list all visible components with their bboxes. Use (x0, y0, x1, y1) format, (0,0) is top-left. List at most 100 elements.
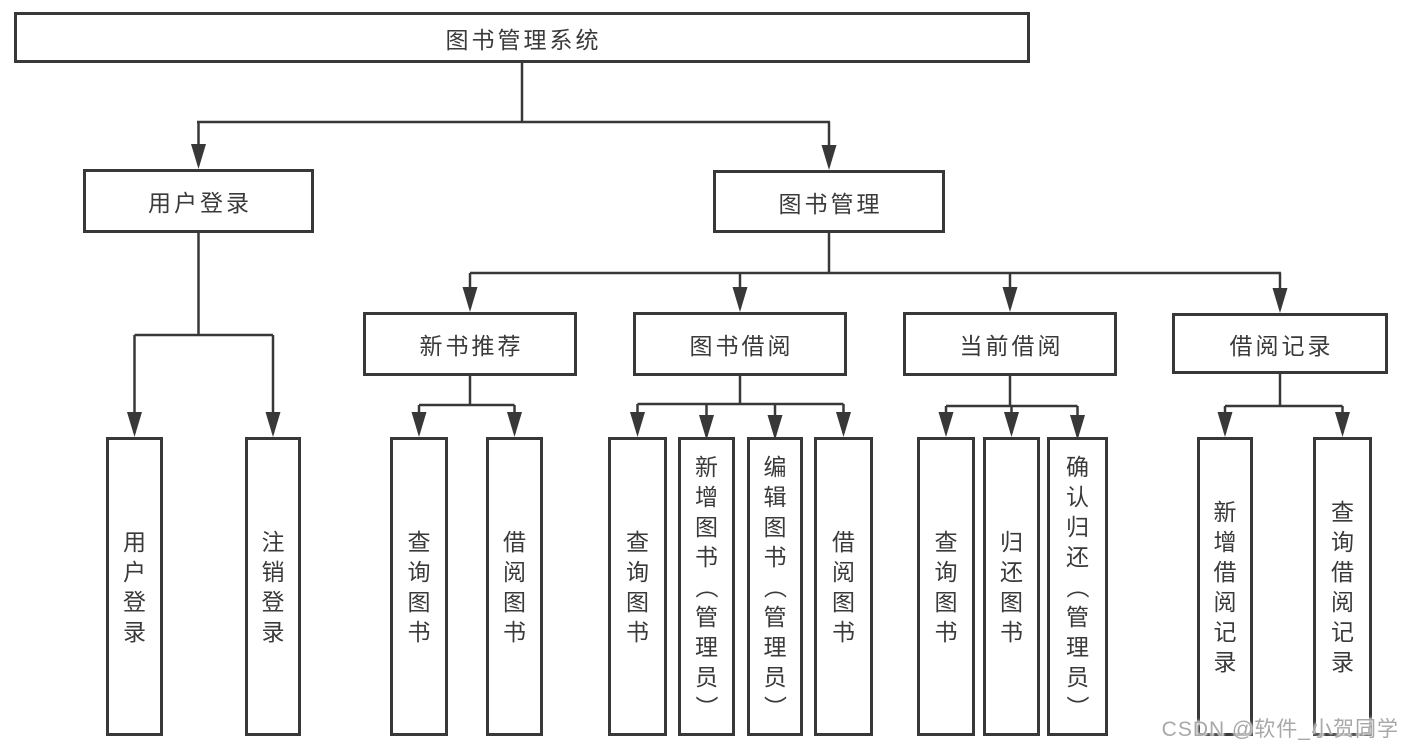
vertical-char: 书 (832, 618, 855, 645)
vertical-char: 图 (407, 588, 431, 615)
node-borrow-record: 借阅记录 (1172, 313, 1388, 374)
vertical-char: 阅 (1213, 588, 1237, 615)
vertical-char: 查 (626, 528, 649, 555)
vertical-char: 书 (626, 618, 649, 645)
node-user-login: 用户登录 (83, 169, 314, 233)
leaf-query-book-current: 查询图书 (917, 437, 975, 736)
vertical-char: 图 (503, 588, 526, 615)
vertical-char: 归 (1000, 528, 1023, 555)
vertical-char: 借 (832, 528, 855, 555)
node-label: 用户登录 (148, 190, 252, 216)
leaf-borrow-book-recommend: 借阅图书 (486, 437, 543, 736)
node-label: 图书借阅 (689, 333, 794, 359)
vertical-char: 登 (261, 588, 285, 615)
vertical-char: 记 (1331, 618, 1354, 645)
vertical-char: 借 (503, 528, 526, 555)
leaf-query-borrow-record: 查询借阅记录 (1313, 437, 1372, 736)
node-label: 当前借阅 (959, 333, 1064, 359)
vertical-char: 查 (934, 528, 958, 555)
vertical-char: 图 (695, 513, 718, 540)
leaf-logout: 注销登录 (245, 437, 301, 736)
vertical-char: 确 (1066, 453, 1089, 480)
leaf-confirm-return-admin: 确认归还 （ 管理员 ） (1047, 437, 1108, 736)
leaf-query-book-recommend: 查询图书 (390, 437, 448, 736)
vertical-char: 管 (695, 603, 718, 630)
node-label: 图书管理系统 (445, 26, 602, 53)
vertical-char: ） (693, 695, 720, 718)
vertical-char: 图 (626, 588, 649, 615)
vertical-char: 图 (832, 588, 855, 615)
node-label: 新书推荐 (419, 333, 524, 359)
vertical-char: 新 (695, 453, 718, 480)
leaf-borrow-book: 借阅图书 (814, 437, 873, 736)
node-book-borrow: 图书借阅 (633, 312, 847, 376)
node-current-borrow: 当前借阅 (903, 312, 1117, 376)
vertical-char: 图 (763, 513, 787, 540)
vertical-char: （ (1064, 575, 1091, 598)
vertical-char: 录 (1331, 648, 1354, 675)
vertical-char: 书 (503, 618, 526, 645)
vertical-char: 新 (1213, 498, 1237, 525)
vertical-char: 录 (261, 618, 285, 645)
vertical-char: ） (1064, 695, 1091, 718)
vertical-char: 询 (626, 558, 649, 585)
vertical-char: 用 (123, 528, 146, 555)
vertical-char: 还 (1066, 543, 1089, 570)
node-label: 借阅记录 (1229, 332, 1334, 359)
vertical-char: 编 (763, 453, 787, 480)
leaf-add-borrow-record: 新增借阅记录 (1197, 437, 1253, 736)
vertical-char: 员 (763, 663, 787, 690)
vertical-char: 询 (407, 558, 431, 585)
vertical-char: 还 (1000, 558, 1023, 585)
vertical-char: （ (693, 575, 720, 598)
vertical-char: 理 (763, 633, 787, 660)
vertical-char: 增 (695, 483, 718, 510)
node-book-management: 图书管理 (713, 170, 945, 233)
vertical-char: 书 (763, 543, 787, 570)
vertical-char: 户 (123, 558, 146, 585)
vertical-char: 书 (407, 618, 431, 645)
vertical-char: 登 (123, 588, 146, 615)
vertical-char: 借 (1213, 558, 1237, 585)
vertical-char: 查 (407, 528, 431, 555)
vertical-char: ） (762, 695, 788, 718)
vertical-char: 图 (1000, 588, 1023, 615)
vertical-char: 书 (695, 543, 718, 570)
vertical-char: 图 (934, 588, 958, 615)
node-library-system: 图书管理系统 (14, 12, 1030, 63)
vertical-char: 阅 (1331, 588, 1354, 615)
vertical-char: 认 (1066, 483, 1089, 510)
leaf-edit-book-admin: 编辑图书 （ 管理员 ） (747, 437, 803, 736)
vertical-char: 理 (1066, 633, 1089, 660)
vertical-char: 管 (763, 603, 787, 630)
vertical-char: 借 (1331, 558, 1354, 585)
vertical-char: 增 (1213, 528, 1237, 555)
vertical-char: 阅 (832, 558, 855, 585)
vertical-char: （ (762, 575, 788, 598)
vertical-char: 辑 (763, 483, 787, 510)
vertical-char: 询 (934, 558, 958, 585)
vertical-char: 注 (261, 528, 285, 555)
vertical-char: 书 (934, 618, 958, 645)
vertical-char: 归 (1066, 513, 1089, 540)
csdn-watermark: CSDN @软件_小贺同学 (1161, 718, 1399, 741)
leaf-return-book: 归还图书 (983, 437, 1040, 736)
vertical-char: 管 (1066, 603, 1089, 630)
leaf-query-book-borrow: 查询图书 (608, 437, 667, 736)
vertical-char: 询 (1331, 528, 1354, 555)
vertical-char: 录 (1213, 648, 1237, 675)
node-new-book-recommend: 新书推荐 (363, 312, 577, 376)
vertical-char: 阅 (503, 558, 526, 585)
vertical-char: 员 (1066, 663, 1089, 690)
node-label: 图书管理 (778, 190, 883, 217)
leaf-user-login: 用户登录 (106, 437, 163, 736)
leaf-add-book-admin: 新增图书 （ 管理员 ） (678, 437, 735, 736)
vertical-char: 查 (1331, 498, 1354, 525)
vertical-char: 录 (123, 618, 146, 645)
vertical-char: 员 (695, 663, 718, 690)
vertical-char: 销 (261, 558, 285, 585)
vertical-char: 理 (695, 633, 718, 660)
vertical-char: 书 (1000, 618, 1023, 645)
